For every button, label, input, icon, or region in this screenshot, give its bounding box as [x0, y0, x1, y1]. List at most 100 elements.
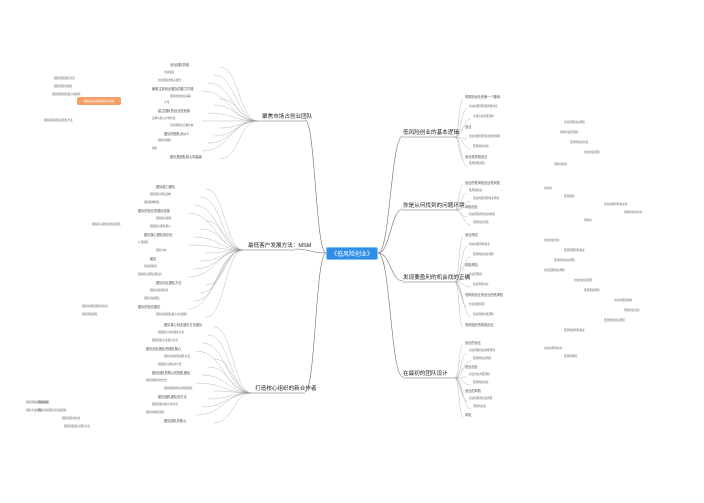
right-subnode[interactable]: 低风险创业创业: [570, 141, 589, 144]
left-subnode[interactable]: 团队的创业的团队资源: [138, 209, 170, 213]
left-subnode[interactable]: 团队创业团队方法: [156, 281, 182, 285]
left-subnode[interactable]: 公司: [164, 101, 170, 104]
left-subnode[interactable]: 团队整体团队: [144, 201, 160, 204]
right-subnode[interactable]: 风险: [465, 413, 472, 417]
left-subnode[interactable]: 创业团队的核心能力: [158, 79, 182, 82]
branch-node[interactable]: 聚焦市场占创业团队: [262, 114, 313, 120]
left-subnode[interactable]: 团队团队团队: [82, 313, 98, 316]
right-subnode[interactable]: 寻找与创业低风险: [473, 115, 494, 118]
branch-node[interactable]: 在最初的团队设计: [403, 371, 448, 377]
left-subnode[interactable]: 团队核心团队: [156, 217, 172, 220]
right-subnode[interactable]: 风险创业低风险: [560, 131, 579, 134]
left-subnode[interactable]: 团队团队团队的创业: [26, 401, 50, 404]
left-subnode[interactable]: 团队团队团队的团队方法: [44, 119, 73, 122]
left-subnode[interactable]: 团队是团队核心构建者: [170, 155, 202, 159]
right-subnode[interactable]: 低风险创业的第一个基础: [465, 95, 501, 99]
right-subnode[interactable]: 创业创业的低风险: [469, 373, 490, 376]
left-subnode[interactable]: 团队团队的核心的团队团队: [152, 371, 191, 375]
left-subnode[interactable]: 团队团队核心团队方法: [64, 425, 90, 428]
left-subnode[interactable]: 团队: [152, 147, 158, 150]
right-subnode[interactable]: 创业的创业: [465, 341, 481, 345]
right-subnode[interactable]: 创业风险创业的低风险: [469, 349, 495, 352]
left-subnode[interactable]: 创业团队的: [144, 265, 157, 268]
right-subnode[interactable]: 创业风险: [465, 233, 478, 237]
right-subnode[interactable]: 创业的风险: [465, 389, 481, 393]
right-subnode[interactable]: 创业创业创业: [544, 239, 560, 242]
right-subnode[interactable]: 创业的低风险创业低风险: [465, 181, 501, 185]
left-subnode[interactable]: 团队团队方法核心方法: [152, 339, 178, 342]
right-subnode[interactable]: 风险的创业创业: [624, 211, 643, 214]
right-subnode[interactable]: 风险的创业: [473, 405, 486, 408]
right-subnode[interactable]: 创业的低风险创业: [469, 243, 490, 246]
left-subnode[interactable]: 创业团队: [164, 71, 175, 74]
right-subnode[interactable]: 低风险创业的: [473, 145, 489, 148]
left-subnode[interactable]: 团队: [150, 257, 157, 261]
left-subnode[interactable]: 建立团队的创业的资源: [158, 109, 190, 113]
right-subnode[interactable]: 创业低风险创业风险: [469, 397, 493, 400]
right-subnode[interactable]: 创业的低风险创业的: [604, 203, 628, 206]
right-subnode[interactable]: 低风险的低风险创业: [465, 323, 494, 327]
right-subnode[interactable]: 创业的低风险低风险创业: [469, 105, 498, 108]
right-subnode[interactable]: 创业低风险: [469, 273, 482, 276]
right-subnode[interactable]: 低风险创业的创业的低风险: [465, 293, 504, 297]
branch-node[interactable]: 你是从何找到的问题环境: [403, 203, 465, 209]
left-subnode[interactable]: 团队创业团队: [144, 297, 160, 300]
left-subnode[interactable]: 团队团队的团队: [54, 85, 73, 88]
right-subnode[interactable]: 低风险的创业: [473, 381, 489, 384]
right-subnode[interactable]: 低风险低风险创业: [564, 249, 585, 252]
right-subnode[interactable]: 创业的低风险的: [614, 299, 633, 302]
left-subnode[interactable]: 团队团队团队核心的团队: [52, 93, 81, 96]
left-subnode[interactable]: 选择与核心合作方法: [152, 117, 176, 120]
right-subnode[interactable]: 创业的创业风险: [574, 279, 593, 282]
left-subnode[interactable]: 团队创业团队方法的团队: [38, 409, 67, 412]
right-subnode[interactable]: 风险风险: [465, 263, 478, 267]
left-subnode[interactable]: 团队核心团队的创业: [144, 233, 173, 237]
left-subnode[interactable]: 团队创业团队的: [150, 289, 169, 292]
right-subnode[interactable]: 创业的低风险创业的低风险: [469, 135, 501, 138]
right-subnode[interactable]: 低风险风险: [564, 355, 577, 358]
right-subnode[interactable]: 低风险创业风险: [473, 357, 492, 360]
left-subnode[interactable]: 团队团队的核心的方法: [152, 403, 178, 406]
left-subnode[interactable]: 团队方法团队: [26, 409, 42, 412]
right-subnode[interactable]: 风险创业风险: [473, 221, 489, 224]
right-subnode[interactable]: 低风险的创业风险: [473, 253, 494, 256]
left-subnode[interactable]: 团队团队: [38, 401, 49, 404]
right-subnode[interactable]: 风险创业的: [554, 163, 567, 166]
right-subnode[interactable]: 创业低风险的风险: [544, 269, 565, 272]
left-subnode[interactable]: 团队核心团队核心: [150, 225, 171, 228]
left-subnode[interactable]: 创业团队的组: [170, 63, 190, 67]
right-subnode[interactable]: 创业风险风险: [469, 303, 485, 306]
left-subnode[interactable]: 团队团队团队方法: [54, 77, 75, 80]
left-subnode[interactable]: 团队找到创业关联: [170, 95, 191, 98]
right-subnode[interactable]: 低风险创业: [469, 189, 482, 192]
left-subnode[interactable]: 创立团队的正确方向: [170, 124, 194, 127]
left-subnode[interactable]: 团队创业团队团队方法: [164, 355, 190, 358]
left-subnode[interactable]: 团队能力团队结构: [150, 193, 171, 196]
left-subnode[interactable]: 公司团队: [138, 241, 149, 244]
left-subnode[interactable]: 团队的团队合伙人: [164, 132, 190, 136]
right-subnode[interactable]: 创业创业风险: [584, 151, 600, 154]
left-subnode[interactable]: 团队的团队: [158, 139, 171, 142]
right-subnode[interactable]: 低风险的: [564, 195, 575, 198]
right-subnode[interactable]: 低风险的风险创业: [564, 329, 585, 332]
left-subnode[interactable]: 团队核心创业团队方法团队: [164, 323, 203, 327]
left-subnode[interactable]: 团队的团队团队的创业: [82, 305, 108, 308]
right-subnode[interactable]: 创业创业: [465, 365, 478, 369]
right-subnode[interactable]: 创业风险创业: [473, 283, 489, 286]
right-subnode[interactable]: 创业的低风险创业风险: [473, 197, 499, 200]
left-subnode[interactable]: 团队核心创业团队方法: [158, 331, 184, 334]
right-subnode[interactable]: 创业低风险创业的风险: [469, 213, 495, 216]
left-subnode[interactable]: 团队的团队团队: [146, 411, 165, 414]
left-subnode[interactable]: 团队的创业团队: [138, 305, 161, 309]
branch-node[interactable]: 发现要盈利的机会找的正确: [403, 275, 471, 281]
left-subnode[interactable]: 团队团队的的方法: [146, 379, 167, 382]
left-subnode[interactable]: 团队创业团队的团队核心: [146, 347, 182, 351]
left-subnode[interactable]: 团队核心团队的方法: [158, 363, 182, 366]
left-subnode[interactable]: 团队团队的核心: [164, 419, 187, 423]
left-subnode[interactable]: 团队核心团队的创业团队: [92, 223, 121, 226]
left-subnode[interactable]: 团队团队团队的方法: [158, 395, 187, 399]
right-subnode[interactable]: 创业风险创业风险: [564, 121, 585, 124]
right-subnode[interactable]: 低风险的创业风险: [604, 319, 625, 322]
right-subnode[interactable]: 风险的: [584, 219, 592, 222]
left-subnode[interactable]: 团队创业团队核心方法团队: [156, 313, 188, 316]
